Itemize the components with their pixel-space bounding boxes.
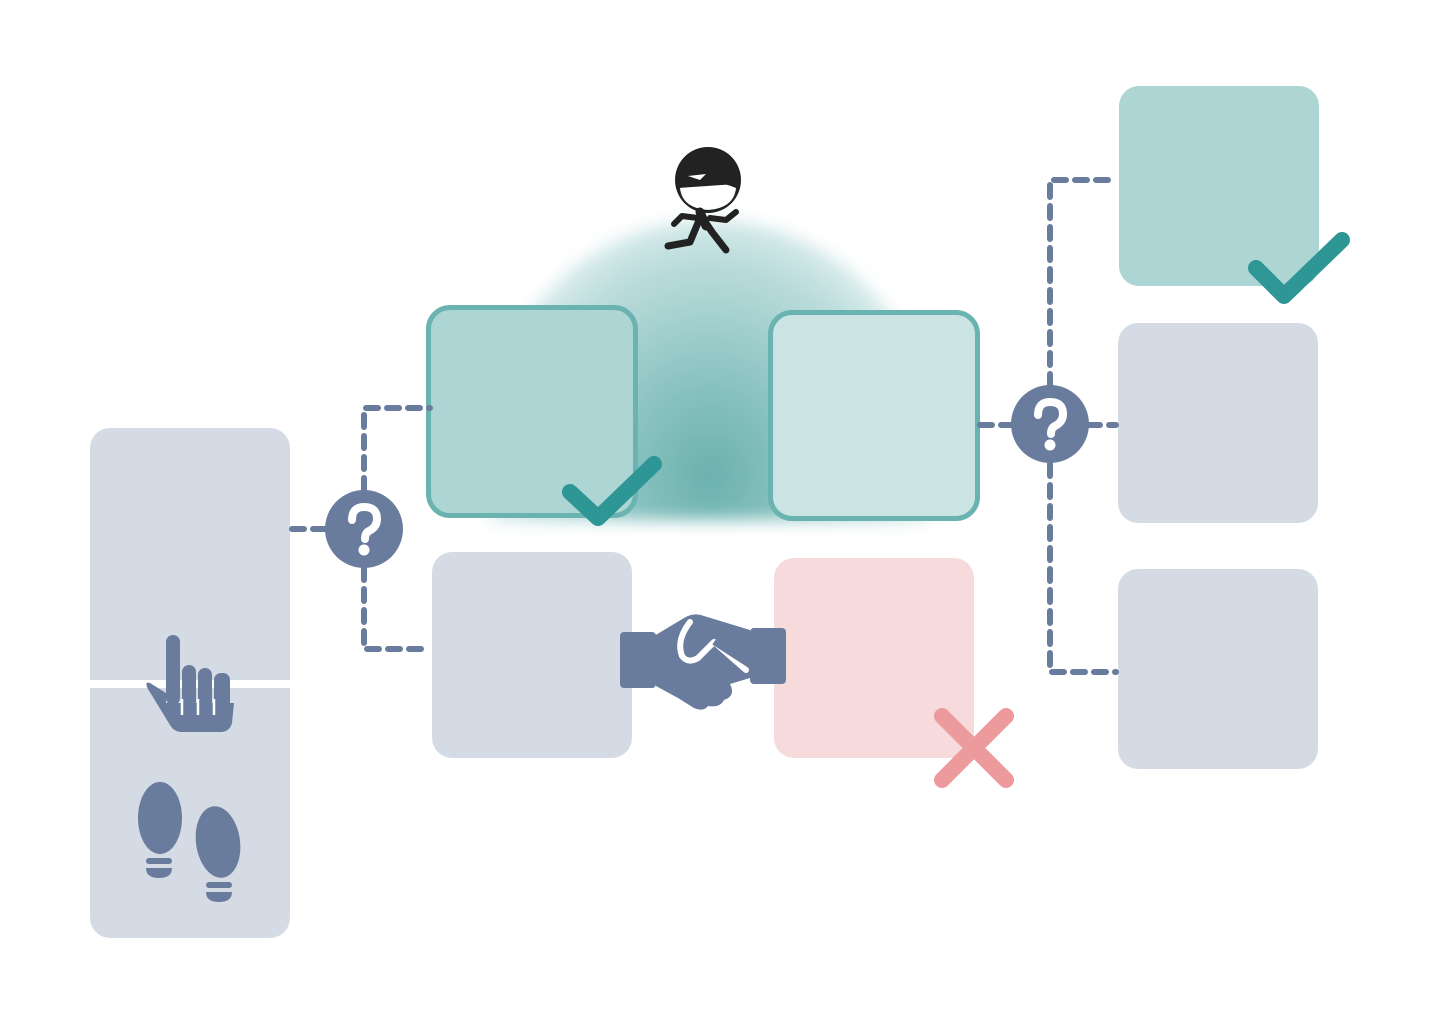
- decision-1-icon[interactable]: [324, 489, 404, 569]
- option-a-node[interactable]: [426, 305, 638, 518]
- handshake-icon: [620, 614, 786, 710]
- outcome-1-node[interactable]: [1119, 86, 1319, 286]
- option-b-node[interactable]: [432, 552, 632, 758]
- check-icon: [1248, 232, 1350, 304]
- check-icon: [562, 456, 662, 526]
- pointing-hand-icon: [146, 635, 234, 732]
- close-icon: [934, 708, 1014, 788]
- jumping-figure-icon: [664, 147, 741, 254]
- option-c-node[interactable]: [768, 310, 980, 521]
- outcome-2-node[interactable]: [1118, 323, 1318, 523]
- start-node-top[interactable]: [90, 428, 290, 680]
- outcome-3-node[interactable]: [1118, 569, 1318, 769]
- footprints-icon: [138, 782, 241, 902]
- decision-2-icon[interactable]: [1010, 384, 1090, 464]
